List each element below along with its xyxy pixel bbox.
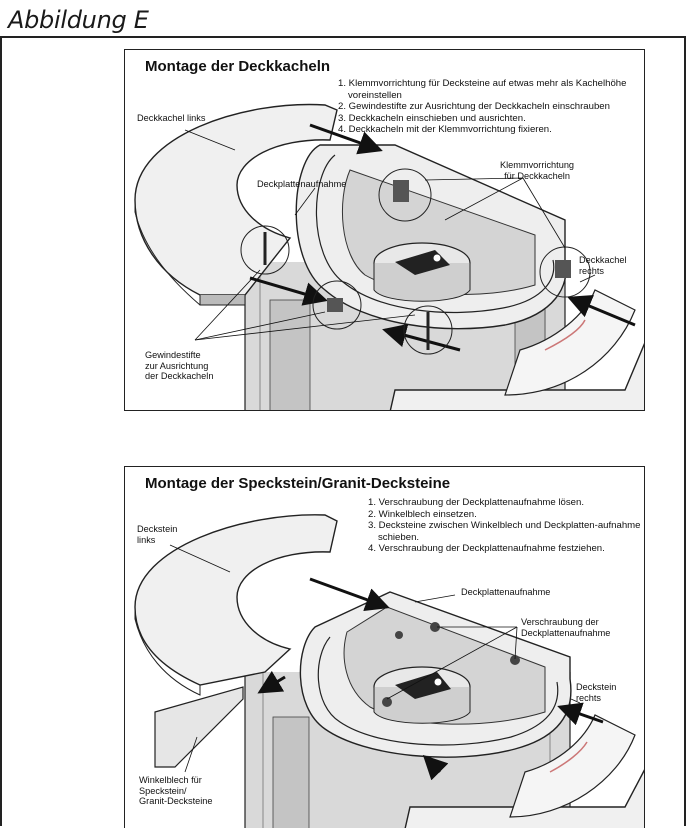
instruction-list: 1. Klemmvorrichtung für Decksteine auf e… xyxy=(338,78,644,136)
tile-left xyxy=(134,103,338,306)
stone-assembly-illustration xyxy=(134,514,644,828)
detail-circles xyxy=(240,168,591,355)
page-frame xyxy=(0,36,686,826)
label-stone-left: Deckstein links xyxy=(137,524,178,545)
instruction-step: 1. Klemmvorrichtung für Decksteine auf e… xyxy=(338,78,627,101)
label-plate-holder: Deckplattenaufnahme xyxy=(257,179,347,189)
label-threaded-pins: Gewindestifte zur Ausrichtung der Deckka… xyxy=(145,350,214,381)
leader-lines xyxy=(184,129,596,341)
stone-left xyxy=(134,514,338,696)
label-angle-bracket: Winkelblech für Speckstein/ Granit-Decks… xyxy=(139,775,213,806)
instruction-step: 2. Gewindestifte zur Ausrichtung der Dec… xyxy=(338,101,610,112)
tile-assembly-illustration xyxy=(134,103,644,410)
label-tile-right: Deckkachel rechts xyxy=(579,255,627,276)
label-stone-right: Deckstein rechts xyxy=(576,682,617,703)
instruction-step: 1. Verschraubung der Deckplattenaufnahme… xyxy=(368,497,584,508)
instruction-list: 1. Verschraubung der Deckplattenaufnahme… xyxy=(368,497,643,555)
plate-holder-ring xyxy=(299,591,572,758)
instruction-step: 3. Decksteine zwischen Winkelblech und D… xyxy=(368,520,641,543)
tile-right xyxy=(389,289,644,410)
stone-right xyxy=(404,714,644,828)
figure-tile-assembly: Montage der Deckkacheln 1. Klemmvorricht… xyxy=(124,49,645,411)
figure-title: Montage der Deckkacheln xyxy=(145,58,331,75)
instruction-step: 2. Winkelblech einsetzen. xyxy=(368,508,477,520)
instruction-step: 3. Deckkacheln einschieben und ausrichte… xyxy=(338,112,526,124)
figure-title: Montage der Speckstein/Granit-Decksteine xyxy=(145,475,451,492)
screw-points xyxy=(382,622,520,707)
insert-arrows xyxy=(257,577,604,781)
label-clamp: Klemmvorrichtung für Deckkacheln xyxy=(500,160,575,181)
instruction-step: 4. Deckkacheln mit der Klemmvorrichtung … xyxy=(338,124,552,135)
angle-bracket xyxy=(154,686,244,768)
label-plate-holder: Deckplattenaufnahme xyxy=(461,587,551,597)
figure-stone-assembly: Montage der Speckstein/Granit-Decksteine… xyxy=(124,466,645,828)
insert-arrows xyxy=(249,123,636,352)
page-title: Abbildung E xyxy=(8,6,149,34)
instruction-step: 4. Verschraubung der Deckplattenaufnahme… xyxy=(368,543,605,554)
label-tile-left: Deckkachel links xyxy=(137,113,206,123)
label-screw-connection: Verschraubung der Deckplattenaufnahme xyxy=(521,617,611,638)
leader-lines xyxy=(169,544,581,773)
